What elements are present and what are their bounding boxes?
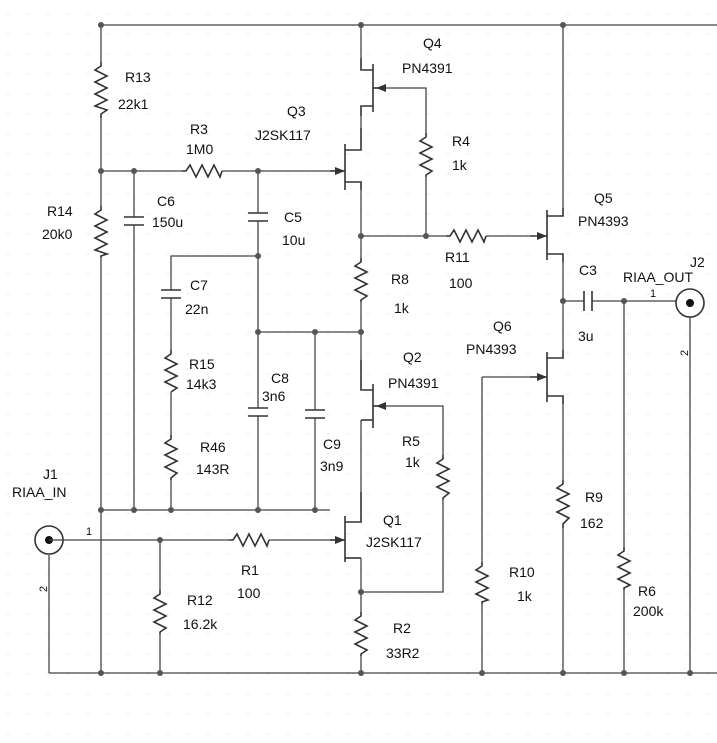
q5-value: PN4393	[578, 213, 629, 229]
q3-value: J2SK117	[255, 127, 311, 143]
r12-body	[152, 590, 168, 634]
q2-symbol	[360, 360, 386, 428]
c5-body	[248, 212, 268, 222]
c3-body	[583, 291, 593, 311]
j1-name: RIAA_IN	[12, 484, 66, 500]
j1-connector	[34, 525, 64, 555]
q6-symbol	[530, 350, 564, 404]
c5-value: 10u	[282, 232, 305, 248]
j2-pin2: 2	[679, 350, 691, 356]
r3-value: 1M0	[186, 141, 213, 157]
r10-body	[474, 562, 491, 604]
c7-value: 22n	[185, 301, 208, 317]
r8-body	[353, 258, 369, 302]
wires	[48, 24, 717, 674]
q5-symbol	[530, 208, 564, 262]
r5-body	[435, 455, 451, 500]
c8-value: 3n6	[262, 388, 286, 404]
c6-ref: C6	[157, 193, 175, 209]
c3-value: 3u	[578, 328, 594, 344]
j2-ref: J2	[690, 254, 705, 270]
c6-value: 150u	[152, 214, 183, 230]
r1-value: 100	[237, 585, 261, 601]
j1-ref: J1	[43, 466, 58, 482]
r8-ref: R8	[391, 271, 409, 287]
r46-ref: R46	[200, 439, 226, 455]
r13-value: 22k1	[118, 96, 149, 112]
r3-ref: R3	[190, 121, 208, 137]
q1-value: J2SK117	[366, 534, 422, 550]
r9-ref: R9	[585, 489, 603, 505]
r14-body	[92, 206, 110, 258]
q1-symbol	[330, 492, 362, 562]
junctions	[98, 22, 693, 676]
r5-value: 1k	[405, 454, 421, 470]
c3-ref: C3	[579, 262, 597, 278]
r8-value: 1k	[394, 300, 410, 316]
r2-value: 33R2	[386, 645, 420, 661]
r6-body	[616, 547, 632, 590]
q4-symbol	[360, 58, 386, 116]
r5-ref: R5	[402, 433, 420, 449]
q6-ref: Q6	[493, 318, 512, 334]
r11-body	[446, 228, 487, 245]
r6-value: 200k	[633, 603, 664, 619]
r2-ref: R2	[393, 620, 411, 636]
r46-body	[163, 435, 179, 480]
r15-ref: R15	[189, 356, 215, 372]
j2-pin1: 1	[650, 288, 656, 300]
resistors	[92, 62, 632, 656]
r14-value: 20k0	[42, 226, 73, 242]
c8-ref: C8	[271, 370, 289, 386]
q3-ref: Q3	[287, 103, 306, 119]
j1-pin2: 2	[38, 586, 50, 592]
r12-ref: R12	[187, 592, 213, 608]
capacitors	[124, 212, 593, 419]
r2-body	[353, 612, 369, 656]
r10-ref: R10	[509, 564, 535, 580]
c5-ref: C5	[284, 209, 302, 225]
j2-connector	[675, 288, 705, 318]
r9-body	[555, 480, 571, 528]
q1-ref: Q1	[383, 512, 402, 528]
c6-body	[124, 216, 144, 226]
r10-value: 1k	[517, 588, 533, 604]
q5-ref: Q5	[594, 190, 613, 206]
j2-name: RIAA_OUT	[623, 269, 693, 285]
c8-body	[248, 407, 268, 417]
r15-value: 14k3	[186, 376, 217, 392]
q6-value: PN4393	[466, 341, 517, 357]
r13-ref: R13	[125, 69, 151, 85]
q3-symbol	[330, 128, 362, 190]
r4-ref: R4	[452, 133, 470, 149]
r3-body	[182, 163, 223, 180]
r15-body	[163, 350, 179, 393]
r11-value: 100	[449, 275, 473, 291]
r9-value: 162	[580, 515, 604, 531]
r1-ref: R1	[241, 562, 259, 578]
r13-body	[92, 62, 109, 118]
labels: R13 22k1 R14 20k0 R3 1M0 C6 150u C5 10u …	[12, 35, 705, 661]
r11-ref: R11	[445, 249, 470, 265]
r12-value: 16.2k	[183, 616, 218, 632]
q2-ref: Q2	[403, 349, 422, 365]
c9-body	[305, 409, 325, 419]
c7-ref: C7	[190, 277, 208, 293]
transistors	[330, 58, 564, 562]
r14-ref: R14	[47, 203, 73, 219]
c9-value: 3n9	[320, 458, 344, 474]
c9-ref: C9	[323, 436, 341, 452]
c7-body	[161, 289, 181, 299]
r4-value: 1k	[452, 157, 468, 173]
r4-body	[418, 133, 434, 177]
r6-ref: R6	[638, 583, 656, 599]
j1-pin1: 1	[86, 526, 92, 538]
q4-ref: Q4	[423, 35, 442, 51]
q4-value: PN4391	[402, 60, 453, 76]
r46-value: 143R	[196, 461, 229, 477]
q2-value: PN4391	[388, 375, 439, 391]
r1-body	[229, 532, 270, 549]
